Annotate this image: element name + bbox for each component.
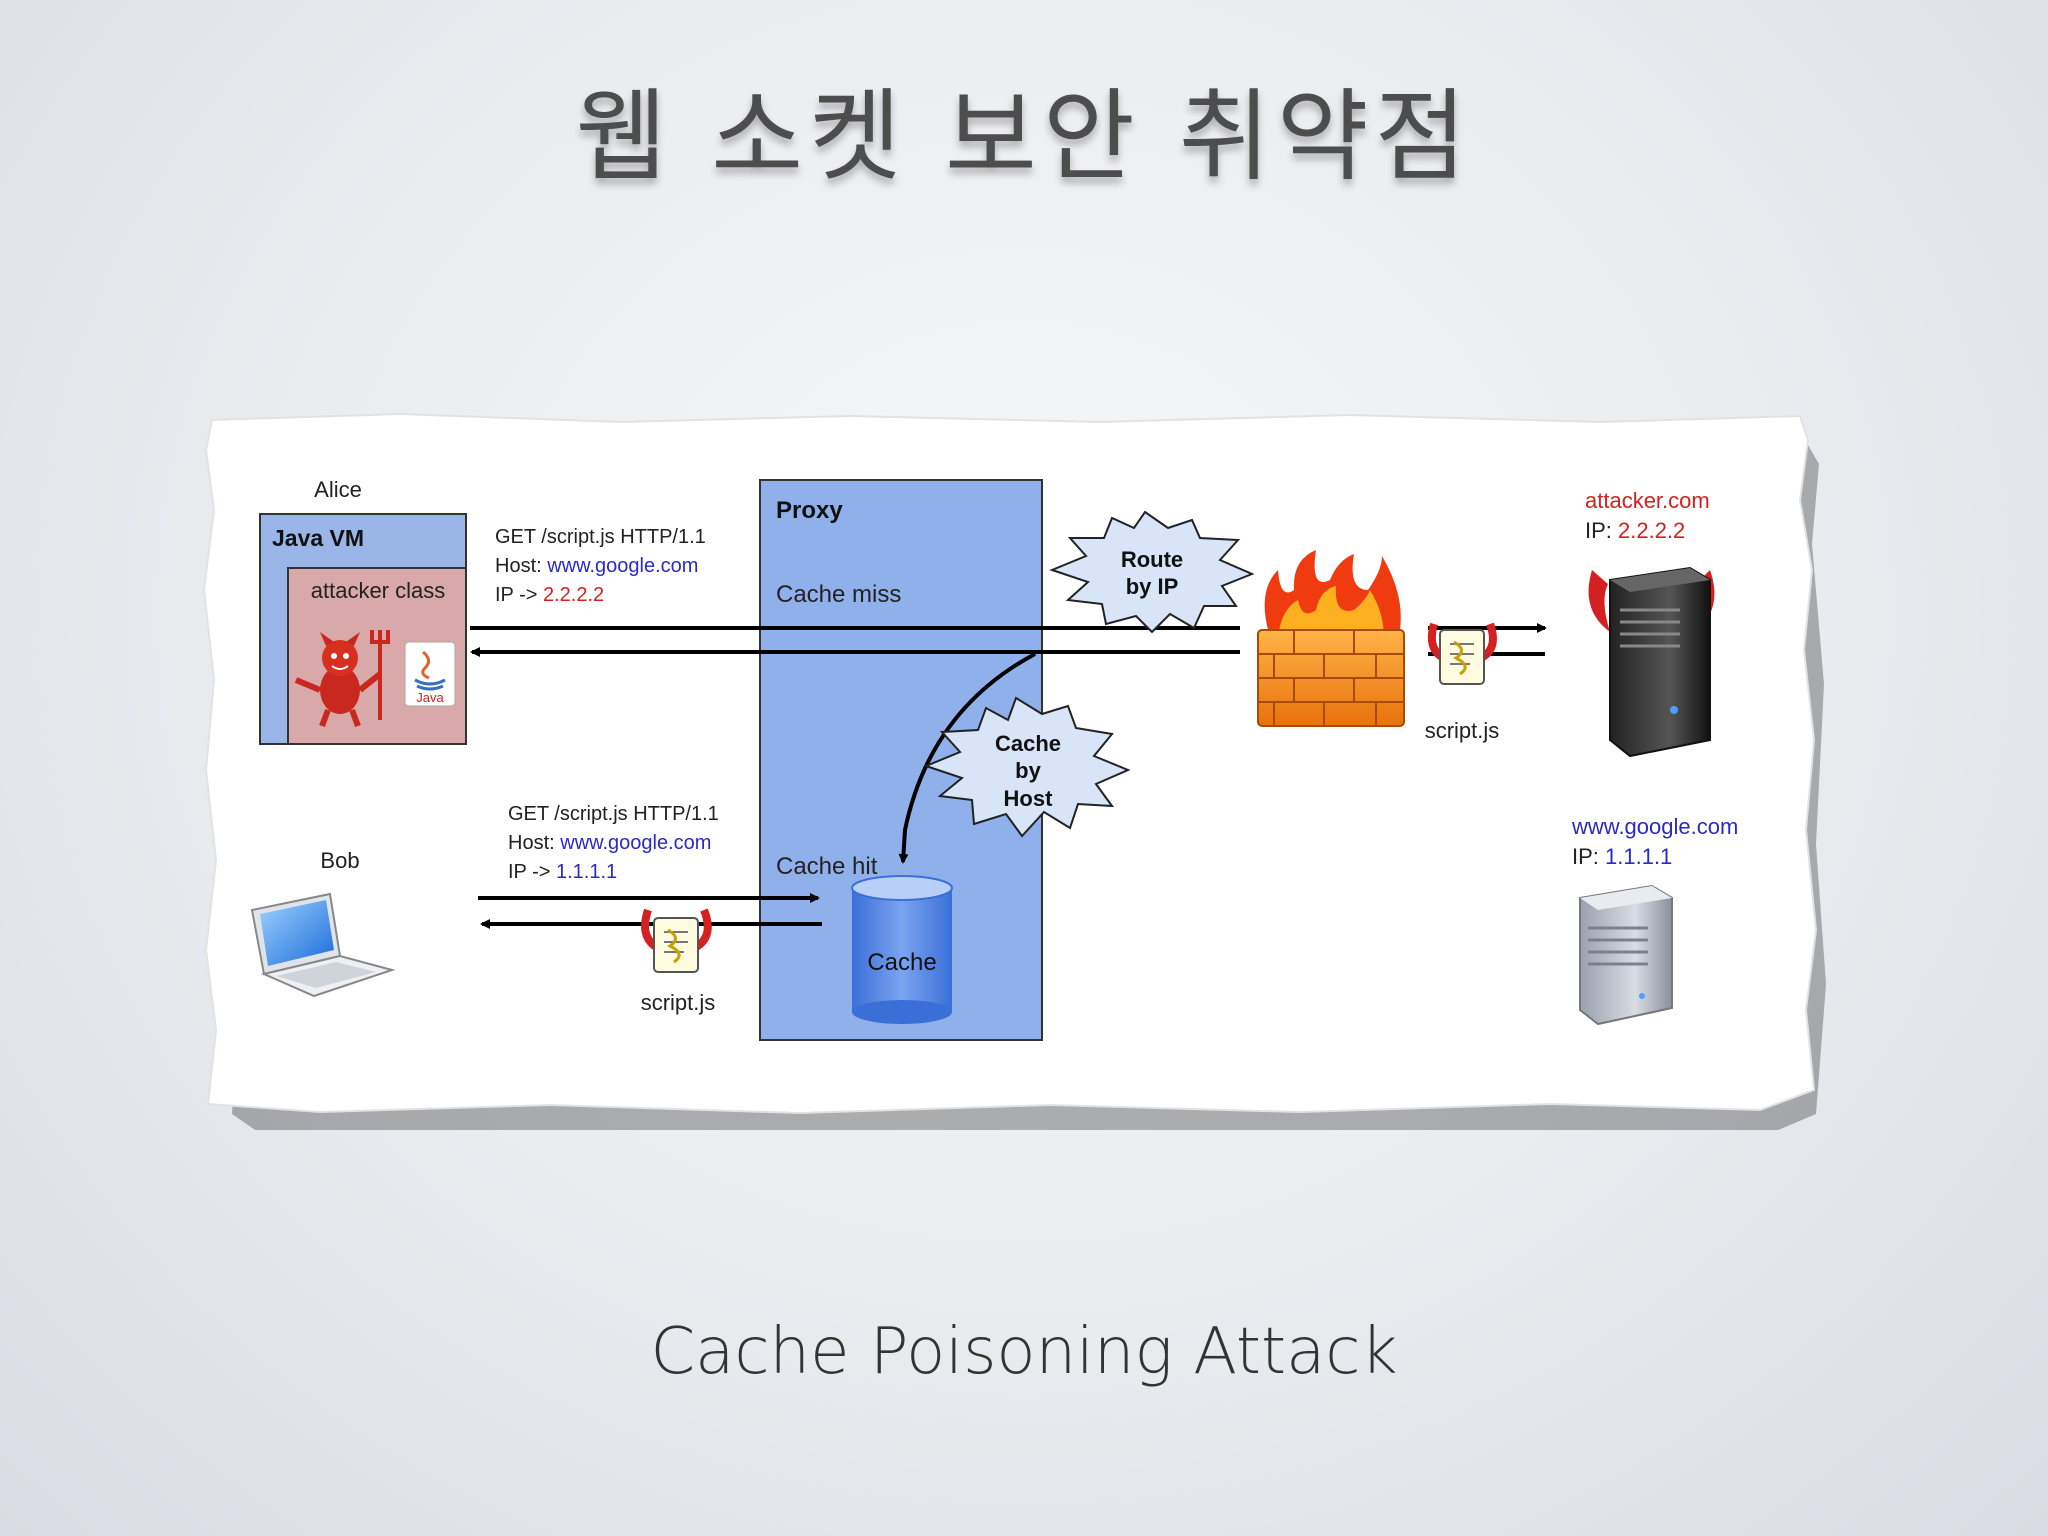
alice-label: Alice [314, 477, 362, 502]
slide-title: 웹 소켓 보안 취약점 [575, 78, 1473, 195]
cache-poisoning-diagram: Alice Java VM attacker class Java GET /s… [202, 412, 1826, 1130]
route-by-ip-burst: Route by IP [1049, 510, 1255, 634]
bob-host: Host: www.google.com [508, 832, 711, 854]
cache-by-host-burst: Cache by Host [923, 696, 1131, 838]
firewall-icon [1257, 550, 1405, 727]
google-server-ip: IP: 1.1.1.1 [1572, 844, 1672, 869]
google-server-icon [1579, 884, 1673, 1026]
svg-text:Java: Java [416, 690, 444, 705]
cache-miss-label: Cache miss [776, 581, 901, 608]
alice-ip: IP -> 2.2.2.2 [495, 584, 604, 606]
alice-request: GET /script.js HTTP/1.1 [495, 526, 706, 548]
cache-cylinder-icon [851, 875, 953, 1024]
attacker-server-icon [1588, 566, 1715, 758]
svg-text:by: by [1015, 758, 1041, 783]
alice-host: Host: www.google.com [495, 555, 698, 577]
proxy-label: Proxy [776, 497, 843, 524]
cache-hit-label: Cache hit [776, 853, 878, 880]
google-server-name: www.google.com [1571, 814, 1738, 839]
bob-ip: IP -> 1.1.1.1 [508, 861, 617, 883]
svg-text:Cache: Cache [995, 731, 1061, 756]
svg-text:Host: Host [1004, 786, 1054, 811]
cache-label: Cache [867, 949, 936, 976]
laptop-icon [250, 892, 396, 998]
svg-text:Route: Route [1121, 547, 1183, 572]
java-logo-icon: Java [404, 641, 456, 707]
devil-icon [294, 630, 390, 728]
attacker-server-name: attacker.com [1585, 488, 1710, 513]
attacker-script-label: script.js [1425, 718, 1500, 743]
bob-script-label: script.js [641, 990, 716, 1015]
attacker-class-label: attacker class [311, 578, 446, 603]
bob-label: Bob [320, 848, 359, 873]
scroll-script-icon [641, 908, 712, 973]
scroll-script-icon [1427, 622, 1497, 685]
java-vm-label: Java VM [272, 525, 364, 551]
attacker-server-ip: IP: 2.2.2.2 [1585, 518, 1685, 543]
bob-request: GET /script.js HTTP/1.1 [508, 803, 719, 825]
slide-caption: Cache Poisoning Attack [650, 1315, 1398, 1389]
svg-text:by IP: by IP [1126, 574, 1179, 599]
